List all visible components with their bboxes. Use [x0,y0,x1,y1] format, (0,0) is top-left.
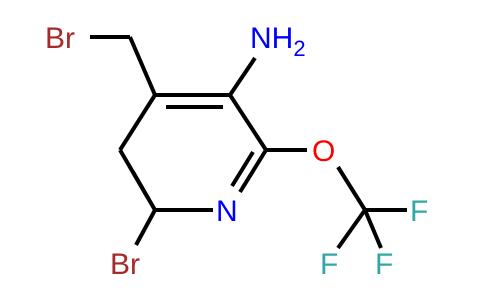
atom-amine-symbol: NH [250,22,293,55]
bond-c2-n-double [230,150,255,188]
bond-c3-c2 [228,93,268,152]
bond-c2-n [238,148,268,194]
atom-ring-nitrogen: N [216,195,238,228]
bond-c4-ch2 [128,36,157,96]
atom-fluorine-3: F [375,248,393,281]
atom-amine-subscript: 2 [293,36,305,61]
bond-c6-br [134,209,157,246]
atom-labels: Br NH2 O N F F F Br [45,22,428,281]
bond-c5-c4 [118,93,157,152]
atom-br-ring: Br [110,248,140,281]
atom-ether-oxygen: O [312,135,335,168]
bond-c6-c5-double [131,171,150,199]
atom-fluorine-2: F [320,248,338,281]
bond-c3-nh2 [228,56,257,97]
atom-amine: NH2 [250,22,306,61]
bonds [90,35,407,250]
atom-fluorine-1: F [410,195,428,228]
bond-cf3-f3 [363,209,383,249]
atom-br-methyl: Br [45,22,75,55]
bond-cf3-f2 [336,208,367,250]
bond-o-cf3 [336,165,367,212]
